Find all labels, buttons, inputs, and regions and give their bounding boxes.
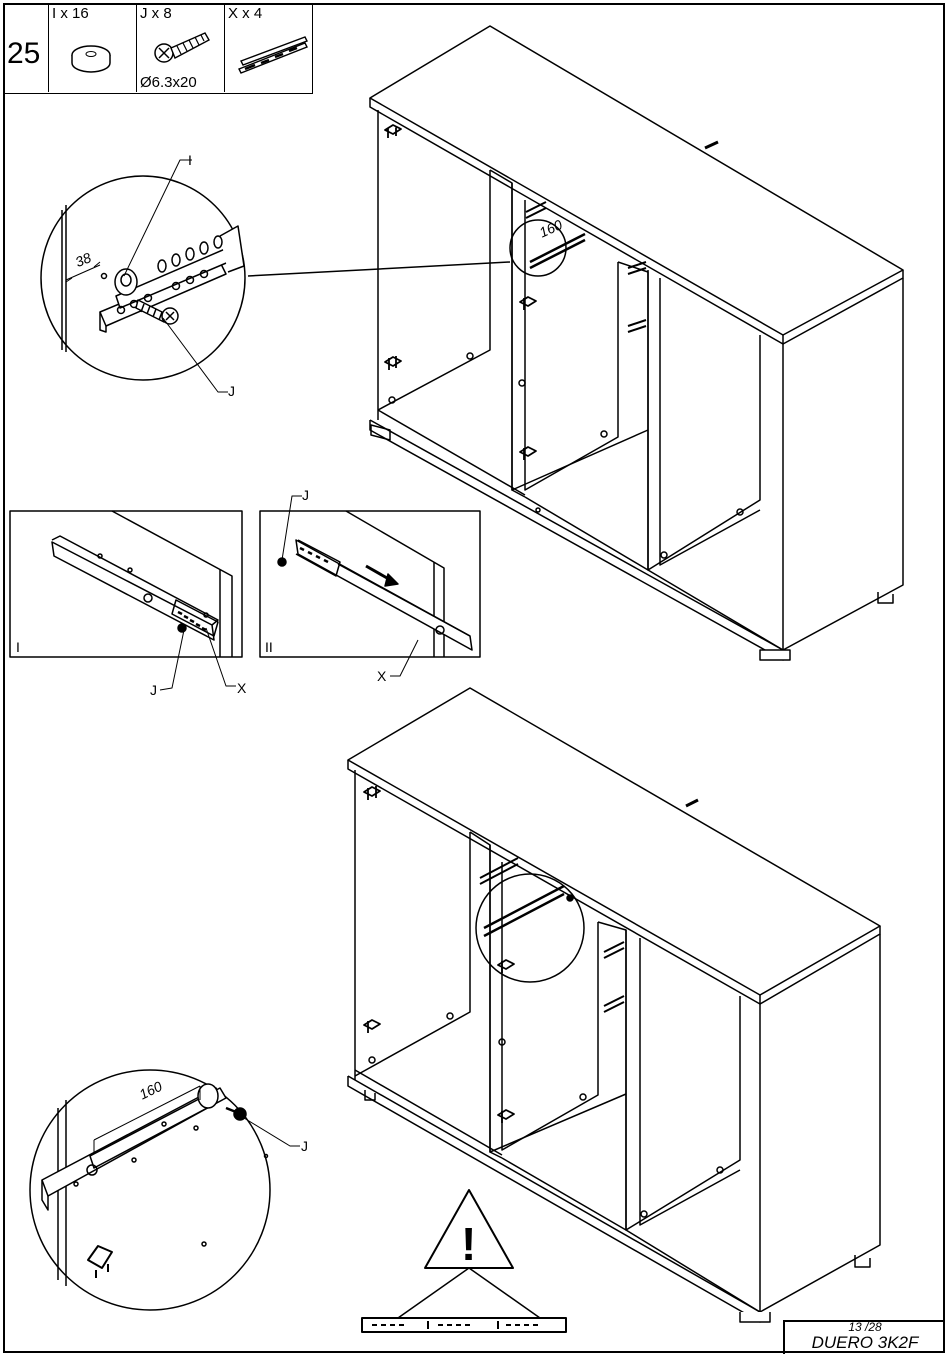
part-cell-i: I x 16 bbox=[49, 3, 137, 92]
cabinet-upper bbox=[247, 25, 904, 661]
label-j-upper: J bbox=[228, 383, 235, 399]
label-x-box1: X bbox=[237, 680, 247, 696]
page-number: 13 /28 bbox=[848, 1320, 882, 1334]
part-qty-i: I x 16 bbox=[52, 5, 89, 22]
part-cell-j: J x 8 Ø6.3x20 bbox=[137, 3, 225, 92]
part-qty-j: J x 8 bbox=[140, 5, 172, 22]
detail-1-label: I bbox=[16, 639, 20, 655]
part-cell-x: X x 4 bbox=[225, 3, 313, 92]
label-j-box2: J bbox=[302, 487, 309, 503]
detail-2-label: II bbox=[265, 639, 273, 655]
warning-sign bbox=[361, 1189, 567, 1333]
label-i-upper: I bbox=[188, 152, 192, 168]
label-x-box2: X bbox=[377, 668, 387, 684]
dim-38-label: 38 bbox=[73, 249, 94, 270]
page-frame bbox=[3, 3, 945, 1353]
footer-box: 13 /28 DUERO 3K2F bbox=[783, 1320, 945, 1354]
label-j-lower: J bbox=[301, 1138, 308, 1154]
parts-header: 25 I x 16 J x 8 Ø6.3x20 X x 4 bbox=[3, 3, 313, 94]
detail-box-2 bbox=[259, 495, 481, 677]
screw-icon bbox=[154, 32, 210, 63]
part-qty-x: X x 4 bbox=[228, 5, 263, 22]
part-size-j: Ø6.3x20 bbox=[140, 74, 197, 91]
label-j-box1: J bbox=[150, 682, 157, 698]
detail-circle-lower bbox=[29, 1069, 300, 1311]
model-name: DUERO 3K2F bbox=[811, 1333, 919, 1352]
step-number: 25 bbox=[7, 37, 41, 70]
warning-symbol: ! bbox=[461, 1218, 476, 1270]
drawer-runner-icon bbox=[238, 36, 308, 74]
cabinet-lower bbox=[347, 687, 881, 1323]
detail-circle-upper bbox=[40, 159, 246, 393]
detail-box-1 bbox=[9, 510, 243, 691]
cam-washer-icon bbox=[71, 45, 111, 73]
step-cell: 25 bbox=[3, 3, 49, 92]
